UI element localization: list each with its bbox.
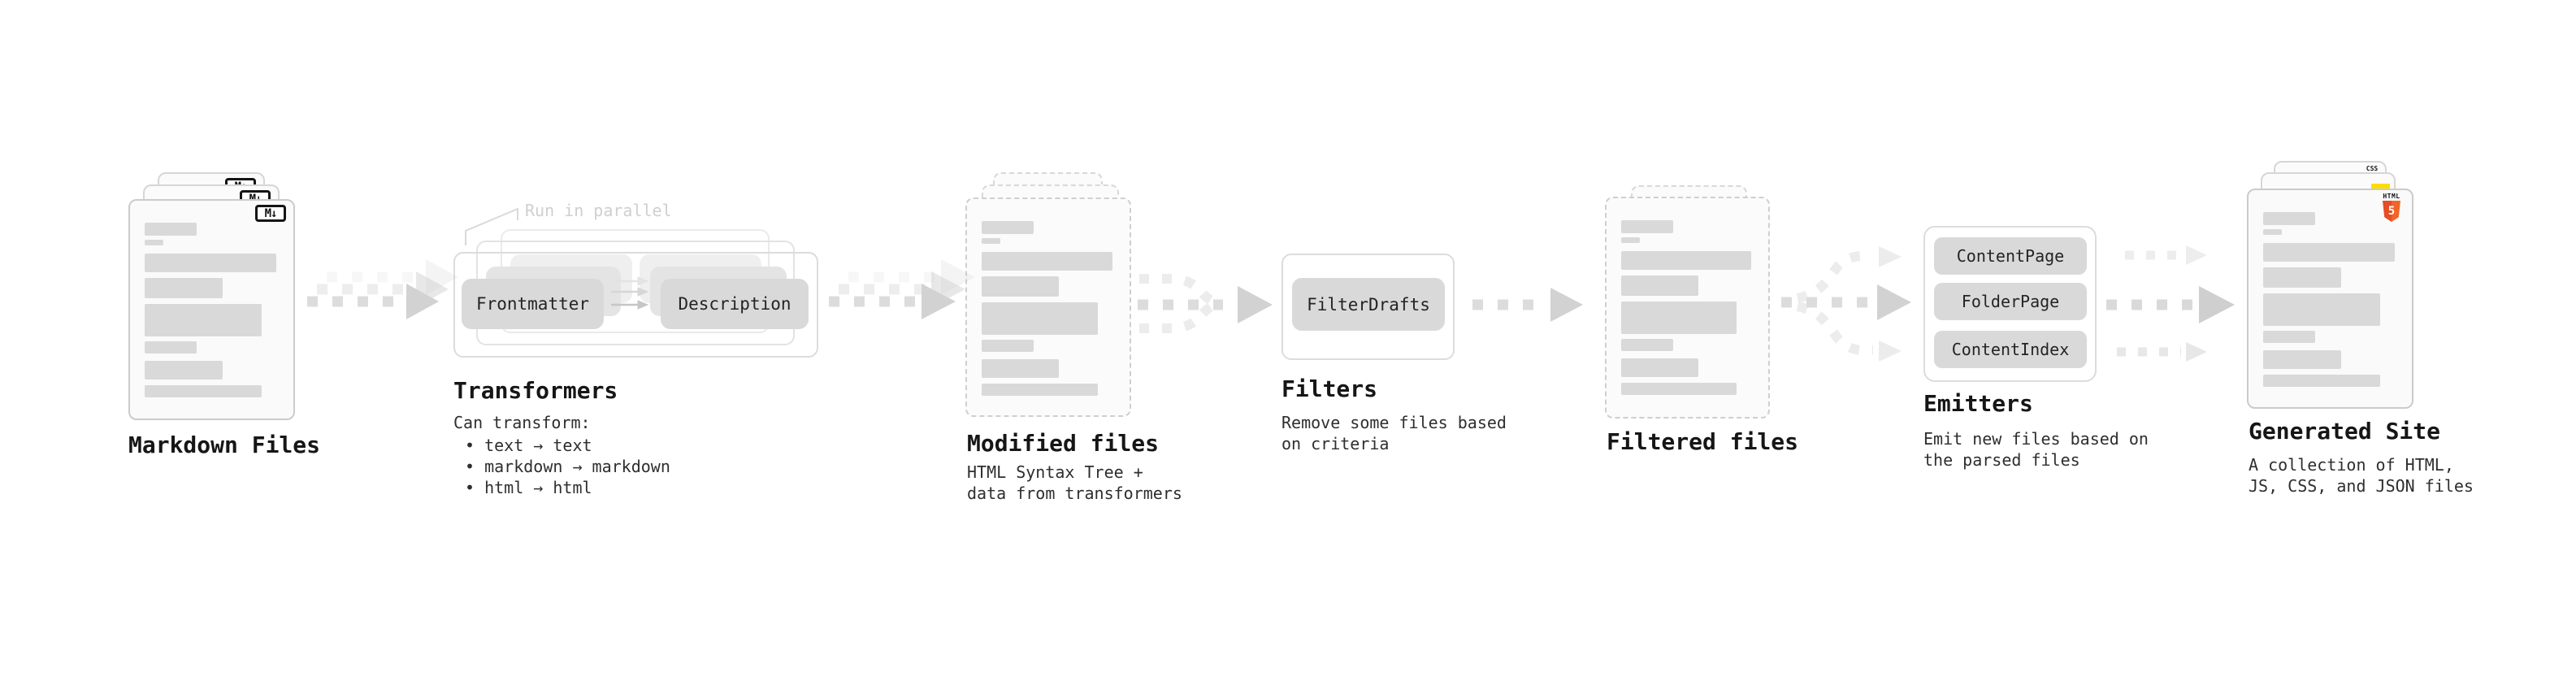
text-line-placeholder xyxy=(2263,229,2283,235)
arrow-filtered-to-emitters xyxy=(1781,246,1911,362)
stage-label-markdown-files: Markdown Files xyxy=(128,432,321,458)
text-line-placeholder xyxy=(2263,331,2316,343)
html5-icon-word: HTML xyxy=(2383,193,2400,200)
emitters-description: Emit new files based on the parsed files xyxy=(1923,429,2149,470)
filters-frame xyxy=(1281,254,1455,360)
text-line-placeholder xyxy=(982,238,1000,244)
text-line-placeholder xyxy=(982,384,1098,396)
text-line-placeholder xyxy=(145,304,262,336)
text-line-placeholder xyxy=(1621,251,1751,270)
text-line-placeholder xyxy=(2263,350,2341,369)
text-line-placeholder xyxy=(982,252,1112,271)
document-content-placeholder xyxy=(982,221,1115,396)
html5-icon-shield: 5 xyxy=(2383,201,2400,222)
text-line-placeholder xyxy=(1621,220,1673,233)
document-content-placeholder xyxy=(1621,220,1754,395)
filterdrafts-box: FilterDrafts xyxy=(1292,278,1445,331)
stage-label-modified-files: Modified files xyxy=(967,430,1160,457)
frontmatter-box: Frontmatter xyxy=(462,279,604,329)
text-line-placeholder xyxy=(982,221,1034,234)
html5-icon: HTML 5 xyxy=(2382,193,2401,222)
generated-site-description: A collection of HTML, JS, CSS, and JSON … xyxy=(2249,455,2474,496)
document-content-placeholder xyxy=(145,223,279,397)
text-line-placeholder xyxy=(982,340,1034,352)
text-line-placeholder xyxy=(145,361,223,380)
arrow-transformers-to-modified xyxy=(829,259,975,319)
transformer-frame-front xyxy=(453,252,818,358)
folderpage-box: FolderPage xyxy=(1934,283,2087,320)
text-line-placeholder xyxy=(1621,339,1673,351)
modified-file-card xyxy=(965,197,1131,417)
arrow-filters-to-filtered xyxy=(1472,288,1583,322)
text-line-placeholder xyxy=(1621,301,1737,334)
arrow-markdown-to-transformers xyxy=(307,259,458,319)
run-in-parallel-annotation: Run in parallel xyxy=(525,201,672,220)
filtered-file-card xyxy=(1605,197,1770,419)
text-line-placeholder xyxy=(145,240,164,245)
stage-label-transformers: Transformers xyxy=(453,377,618,404)
text-line-placeholder xyxy=(1621,237,1640,243)
contentindex-box: ContentIndex xyxy=(1934,331,2087,368)
text-line-placeholder xyxy=(1621,383,1737,395)
css-icon-label: CSS xyxy=(2366,165,2379,172)
filters-description: Remove some files based on criteria xyxy=(1281,413,1507,453)
text-line-placeholder xyxy=(145,385,262,397)
modified-files-description: HTML Syntax Tree + data from transformer… xyxy=(967,462,1182,503)
text-line-placeholder xyxy=(145,341,197,354)
contentpage-box: ContentPage xyxy=(1934,237,2087,275)
text-line-placeholder xyxy=(1621,358,1698,377)
text-line-placeholder xyxy=(145,223,197,236)
markdown-icon: M↓ xyxy=(255,205,286,222)
text-line-placeholder xyxy=(2263,243,2395,262)
bullet-item: • html → html xyxy=(465,478,592,497)
text-line-placeholder xyxy=(145,278,223,298)
text-line-placeholder xyxy=(982,276,1060,297)
text-line-placeholder xyxy=(982,359,1060,378)
text-line-placeholder xyxy=(982,302,1098,335)
emitters-frame xyxy=(1923,226,2097,382)
stage-label-generated-site: Generated Site xyxy=(2249,418,2441,445)
text-line-placeholder xyxy=(2263,293,2380,326)
transformers-subtitle: Can transform: xyxy=(453,413,591,432)
markdown-file-card: M↓ xyxy=(128,199,295,420)
text-line-placeholder xyxy=(1621,275,1698,296)
bullet-item: • markdown → markdown xyxy=(465,457,670,476)
stage-label-filters: Filters xyxy=(1281,375,1378,402)
text-line-placeholder xyxy=(2263,375,2380,387)
arrow-emitters-to-generated xyxy=(2106,245,2235,362)
text-line-placeholder xyxy=(145,254,276,272)
text-line-placeholder xyxy=(2263,267,2341,288)
text-line-placeholder xyxy=(2263,212,2316,225)
document-content-placeholder xyxy=(2263,212,2397,387)
html5-icon-number: 5 xyxy=(2387,205,2396,218)
bullet-item: • text → text xyxy=(465,436,592,455)
generated-file-card: HTML 5 xyxy=(2247,189,2413,409)
description-box: Description xyxy=(661,279,809,329)
arrow-modified-to-filters xyxy=(1138,274,1273,333)
transformers-bullet-list: • text → text • markdown → markdown • ht… xyxy=(465,435,670,498)
stage-label-filtered-files: Filtered files xyxy=(1607,428,1799,455)
stage-label-emitters: Emitters xyxy=(1923,390,2033,417)
